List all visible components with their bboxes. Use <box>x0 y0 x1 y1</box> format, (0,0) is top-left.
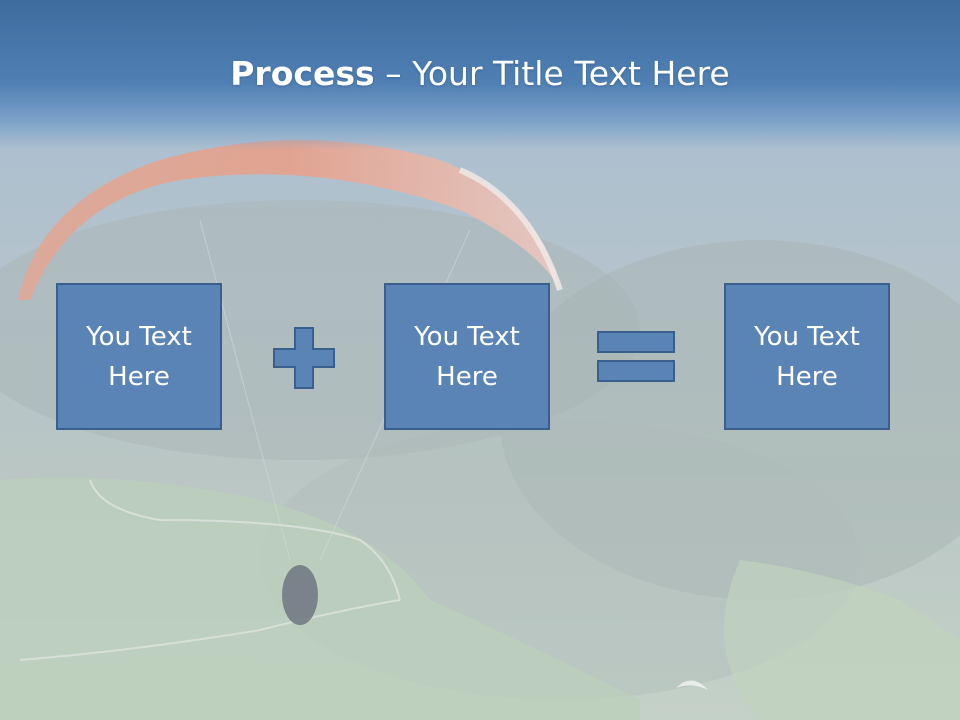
process-box-2-text: You Text Here <box>414 321 520 392</box>
title-text: – Your Title Text Here <box>374 54 730 93</box>
title-bar <box>0 0 960 150</box>
process-box-result-text: You Text Here <box>754 321 860 392</box>
plus-icon <box>273 327 335 389</box>
title-keyword: Process <box>230 54 375 93</box>
slide-title[interactable]: Process – Your Title Text Here <box>0 48 960 100</box>
process-box-1[interactable]: You Text Here <box>56 283 222 430</box>
process-box-result[interactable]: You Text Here <box>724 283 890 430</box>
process-box-1-text: You Text Here <box>86 321 192 392</box>
equals-icon <box>597 331 675 382</box>
process-box-2[interactable]: You Text Here <box>384 283 550 430</box>
